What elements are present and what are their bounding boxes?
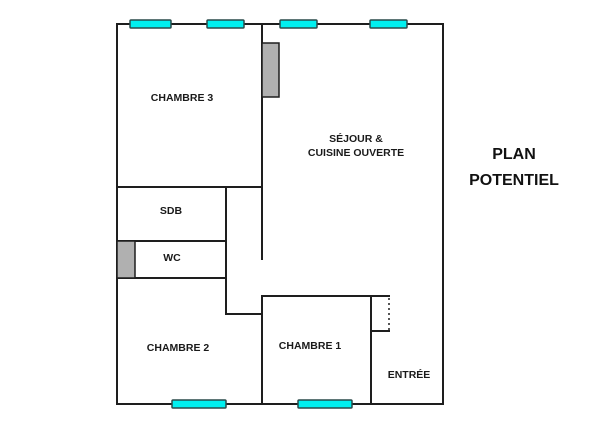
plan-title-line-1: PLAN [492, 146, 536, 163]
sejour-line-2: CUISINE OUVERTE [307, 147, 405, 159]
room-label-entree: ENTRÉE [387, 369, 431, 381]
closet-wc [116, 240, 136, 279]
window-top-4 [369, 19, 408, 29]
window-bottom-2 [297, 399, 353, 409]
window-top-1 [129, 19, 172, 29]
interior-walls [116, 23, 390, 405]
room-label-sdb: SDB [159, 205, 183, 217]
room-label-sejour: SÉJOUR & CUISINE OUVERTE [308, 132, 404, 160]
sejour-line-1: SÉJOUR & [329, 133, 383, 145]
plan-title-line-2: POTENTIEL [469, 172, 559, 189]
window-bottom-1 [171, 399, 227, 409]
closet-sejour [261, 42, 280, 98]
plan-title: PLAN POTENTIEL [469, 142, 559, 194]
window-top-3 [279, 19, 318, 29]
windows [129, 19, 408, 409]
room-label-chambre-2: CHAMBRE 2 [146, 342, 210, 354]
window-top-2 [206, 19, 245, 29]
room-label-chambre-3: CHAMBRE 3 [150, 92, 214, 104]
room-label-wc: WC [163, 252, 181, 264]
room-label-chambre-1: CHAMBRE 1 [278, 340, 342, 352]
